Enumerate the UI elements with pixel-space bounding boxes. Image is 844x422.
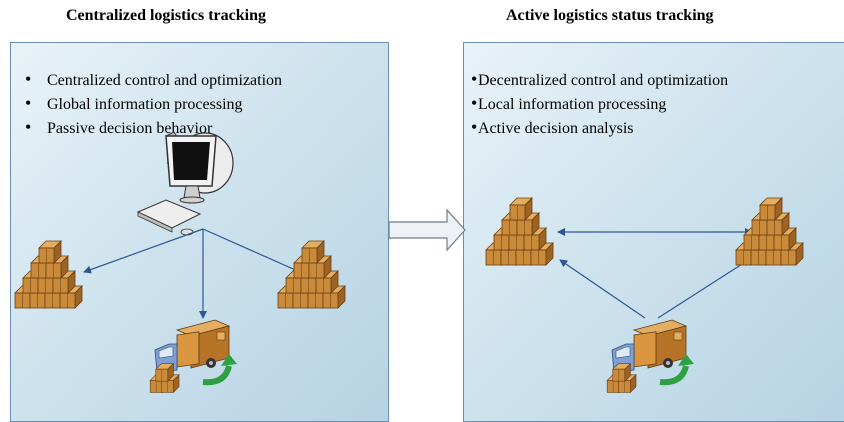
bullet-item: Global information processing bbox=[25, 92, 282, 116]
bullet-item: Active decision analysis bbox=[471, 116, 728, 140]
connector-line bbox=[202, 228, 301, 273]
right-panel-title: Active logistics status tracking bbox=[506, 7, 714, 24]
right-arrow-icon bbox=[388, 208, 466, 252]
delivery-truck-icon bbox=[607, 320, 694, 392]
box-stack-icon bbox=[486, 198, 553, 265]
bullet-item: Centralized control and optimization bbox=[25, 68, 282, 92]
box-stack-icon bbox=[278, 241, 345, 308]
box-stack-icon bbox=[15, 241, 82, 308]
computer-icon bbox=[136, 131, 234, 236]
delivery-truck-icon bbox=[150, 320, 237, 392]
bullet-item: Local information processing bbox=[471, 92, 728, 116]
bullet-item: Passive decision behavior bbox=[25, 116, 282, 140]
bullet-item: Decentralized control and optimization bbox=[471, 68, 728, 92]
connector-line bbox=[657, 258, 751, 319]
left-panel-title: Centralized logistics tracking bbox=[66, 7, 266, 24]
active-bullet-list: Decentralized control and optimization L… bbox=[471, 68, 728, 140]
centralized-bullet-list: Centralized control and optimization Glo… bbox=[25, 68, 282, 140]
connector-line bbox=[559, 259, 646, 319]
connector-line bbox=[83, 228, 204, 274]
